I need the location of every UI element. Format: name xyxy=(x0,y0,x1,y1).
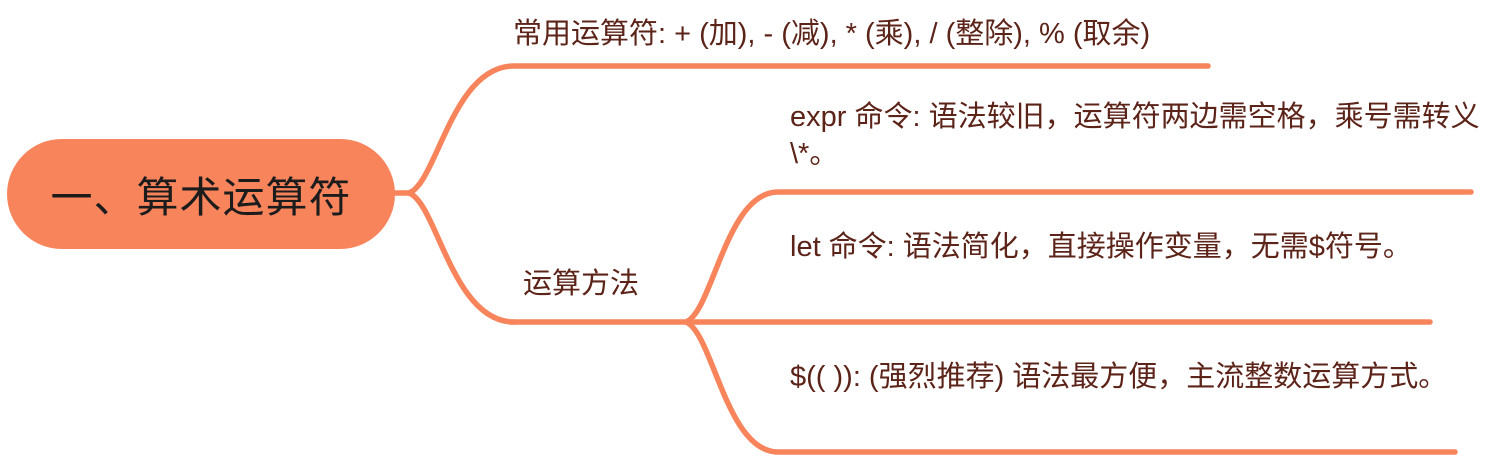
root-topic-label: 一、算术运算符 xyxy=(50,173,352,221)
topic-dollar-arithmetic[interactable]: $(( )): (强烈推荐) 语法最方便，主流整数运算方式。 xyxy=(790,361,1448,393)
topic-common-operators[interactable]: 常用运算符: + (加), - (减), * (乘), / (整除), % (取… xyxy=(513,18,1151,50)
root-topic[interactable]: 一、算术运算符 xyxy=(7,139,395,249)
branch-curve-methods xyxy=(406,190,517,325)
topic-expr-command[interactable]: expr 命令: 语法较旧，运算符两边需空格，乘号需转义 \*。 xyxy=(790,101,1488,170)
topic-let-command[interactable]: let 命令: 语法简化，直接操作变量，无需$符号。 xyxy=(790,231,1412,263)
topic-methods[interactable]: 运算方法 xyxy=(523,268,640,300)
